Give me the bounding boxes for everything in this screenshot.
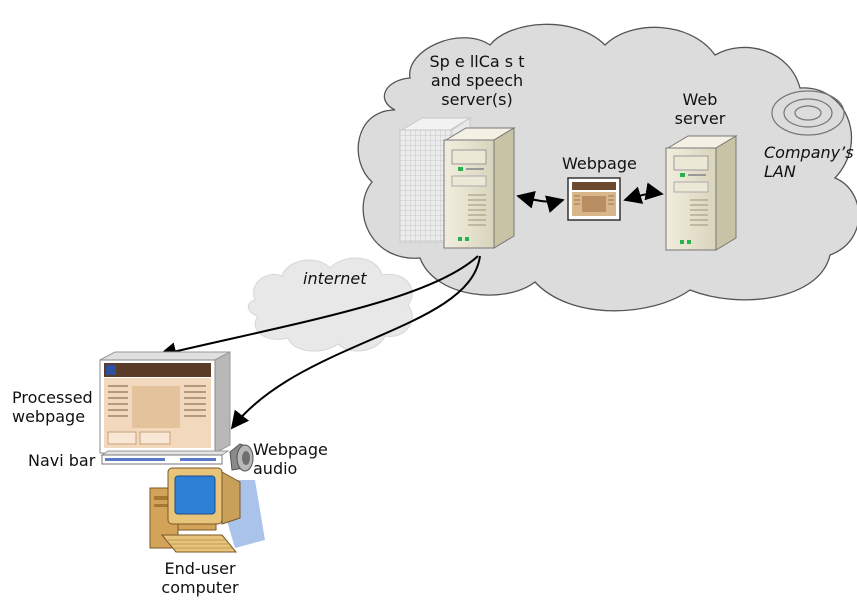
spellcast-line1: Sp e llCa s t: [429, 52, 525, 71]
webpage-audio-label: Webpage audio: [253, 440, 328, 478]
arrow-spellcast-webpage: [516, 190, 565, 213]
spellcast-line2: and speech: [430, 71, 524, 90]
web-server-icon: [665, 135, 738, 251]
audio-line1: Webpage: [253, 440, 328, 459]
speaker-icon: [229, 443, 254, 472]
company-lan-line2: LAN: [764, 162, 796, 181]
company-lan-line1: Company’s: [764, 143, 854, 162]
navi-bar-label: Navi bar: [28, 451, 96, 470]
desktop-computer-icon: [149, 467, 265, 553]
web-server-line2: server: [674, 109, 726, 128]
processed-line2: webpage: [12, 407, 86, 426]
end-user-computer-label: End-user computer: [150, 559, 250, 597]
end-user-line1: End-user: [164, 559, 236, 578]
company-lan-label: Company’s LAN: [764, 143, 854, 181]
web-server-line1: Web: [682, 90, 718, 109]
spellcast-server-label: Sp e llCa s t and speech server(s): [417, 52, 537, 109]
webpage-thumbnail-icon: [567, 177, 621, 221]
spellcast-server-icon: [443, 127, 516, 249]
processed-line1: Processed: [12, 388, 93, 407]
end-user-line2: computer: [161, 578, 239, 597]
webpage-label: Webpage: [562, 154, 637, 173]
spellcast-line3: server(s): [441, 90, 513, 109]
internet-cloud: [247, 257, 413, 352]
web-server-label: Web server: [665, 90, 735, 128]
internet-label: internet: [303, 269, 367, 288]
arrow-server-to-webpage: [158, 255, 479, 361]
processed-webpage-label: Processed webpage: [12, 388, 93, 426]
arrow-webpage-webserver: [623, 182, 664, 204]
processed-webpage-screen: [99, 351, 231, 454]
arrow-server-to-audio: [230, 255, 481, 430]
audio-line2: audio: [253, 459, 298, 478]
company-lan-icon: [771, 90, 845, 136]
navi-bar: [100, 450, 230, 465]
